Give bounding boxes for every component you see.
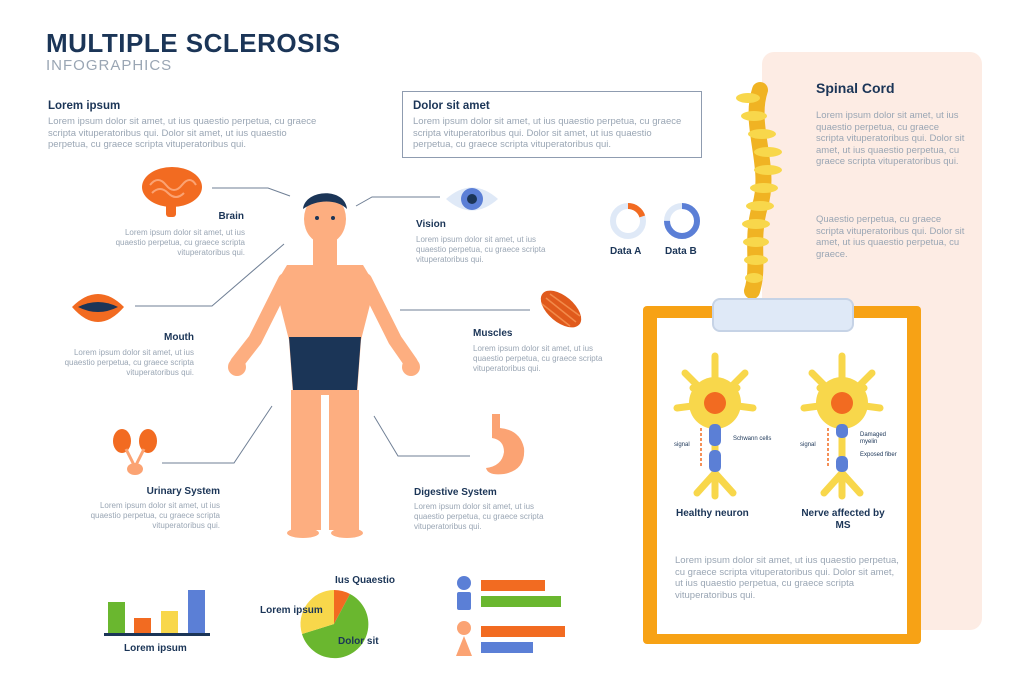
- mouth-label: Mouth: [164, 332, 194, 343]
- neuron-text: Lorem ipsum dolor sit amet, ut ius quaes…: [675, 555, 899, 601]
- male-comparison-icon: [457, 576, 561, 610]
- female-comparison-icon: [456, 621, 565, 656]
- page-title: MULTIPLE SCLEROSIS: [46, 28, 341, 58]
- data-a-ring: [610, 203, 646, 239]
- intro-heading: Lorem ipsum: [48, 100, 121, 112]
- digestive-label: Digestive System: [414, 487, 497, 498]
- human-body-illustration: [228, 193, 420, 538]
- urinary-label: Urinary System: [146, 486, 220, 497]
- bar-4: [188, 590, 205, 634]
- bar-chart-label: Lorem ipsum: [124, 643, 187, 654]
- mouth-icon: [72, 294, 124, 322]
- pie-label-top: Ius Quaestio: [335, 575, 396, 586]
- intro-box-text: Lorem ipsum dolor sit amet, ut ius quaes…: [413, 116, 682, 150]
- intro-box: Dolor sit amet Lorem ipsum dolor sit ame…: [402, 91, 702, 158]
- affected-neuron-illustration: [800, 352, 884, 500]
- schwann-label: Schwann cells: [733, 436, 772, 442]
- page-subtitle: INFOGRAPHICS: [46, 57, 173, 74]
- mouth-text: Lorem ipsum dolor sit amet, ut ius quaes…: [64, 348, 194, 377]
- spinal-text-1: Lorem ipsum dolor sit amet, ut ius quaes…: [816, 110, 965, 167]
- vision-label: Vision: [416, 219, 446, 230]
- vision-text: Lorem ipsum dolor sit amet, ut ius quaes…: [416, 235, 546, 264]
- spinal-heading: Spinal Cord: [816, 80, 895, 96]
- spinal-text-2: Quaestio perpetua, cu graece scripta vit…: [816, 214, 965, 260]
- clipboard-paper: [657, 318, 907, 634]
- brain-label: Brain: [218, 211, 244, 222]
- healthy-signal-label: signal: [674, 442, 690, 448]
- clipboard-clip: [712, 298, 854, 332]
- bar-2: [134, 618, 151, 634]
- affected-neuron-label: Nerve affected by MS: [801, 508, 885, 531]
- digestive-text: Lorem ipsum dolor sit amet, ut ius quaes…: [414, 502, 544, 531]
- bar-chart-icon: [104, 590, 210, 636]
- intro-box-heading: Dolor sit amet: [413, 100, 490, 112]
- muscle-icon: [540, 290, 582, 328]
- pie-chart-icon: [300, 590, 369, 659]
- data-b-ring: [664, 203, 700, 239]
- kidneys-icon: [113, 429, 157, 475]
- bar-3: [161, 611, 178, 634]
- intro-text: Lorem ipsum dolor sit amet, ut ius quaes…: [48, 116, 317, 150]
- data-b-label: Data B: [665, 246, 697, 257]
- stomach-icon: [486, 414, 525, 475]
- muscles-text: Lorem ipsum dolor sit amet, ut ius quaes…: [473, 344, 603, 373]
- brain-text: Lorem ipsum dolor sit amet, ut ius quaes…: [115, 228, 245, 257]
- muscles-label: Muscles: [473, 328, 513, 339]
- healthy-neuron-illustration: [673, 352, 757, 500]
- damaged-myelin-label: Damaged myelin: [860, 432, 887, 445]
- healthy-neuron-label: Healthy neuron: [676, 508, 749, 519]
- affected-signal-label: signal: [800, 442, 816, 448]
- data-a-label: Data A: [610, 246, 642, 257]
- pie-label-left: Lorem ipsum: [260, 605, 323, 616]
- spine-icon: [736, 82, 782, 299]
- exposed-fiber-label: Exposed fiber: [860, 452, 897, 458]
- pie-label-right: Dolor sit: [338, 636, 379, 647]
- bar-1: [108, 602, 125, 634]
- urinary-text: Lorem ipsum dolor sit amet, ut ius quaes…: [90, 501, 220, 530]
- eye-icon: [446, 187, 498, 211]
- brain-icon: [142, 167, 202, 217]
